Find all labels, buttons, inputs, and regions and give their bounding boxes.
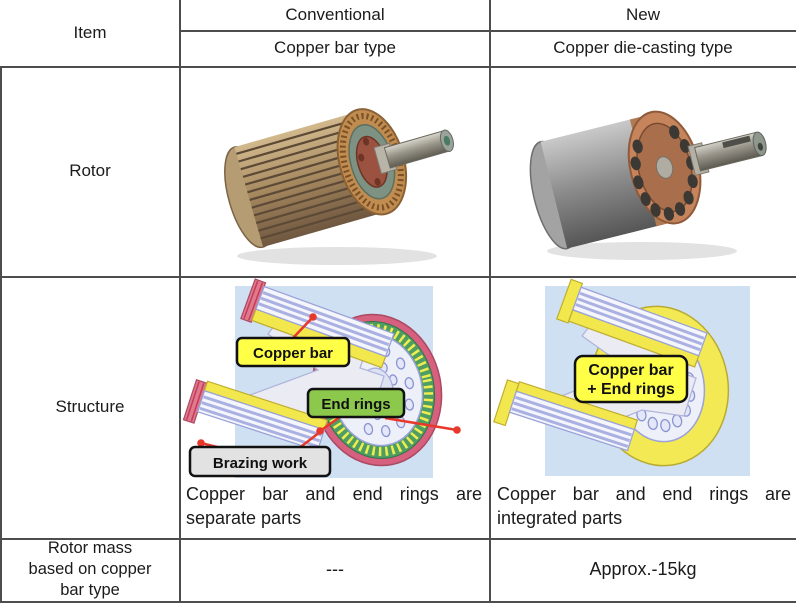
header-conventional-label: Conventional (285, 5, 385, 25)
caption-conventional: Copper bar and end rings are separate pa… (186, 484, 482, 529)
caption-new: Copper bar and end rings are integrated … (497, 484, 791, 529)
row-label-structure: Structure (0, 276, 180, 538)
divider (0, 66, 796, 68)
header-item: Item (0, 0, 180, 66)
header-copper-bar-type: Copper bar type (180, 30, 490, 66)
rotor-mass-new-value: Approx.-15kg (490, 538, 796, 601)
header-conventional: Conventional (180, 0, 490, 30)
rotor-mass-line: based on copper (28, 560, 152, 578)
divider (0, 66, 2, 603)
header-item-label: Item (73, 23, 107, 43)
rotor-mass-conventional-value: --- (180, 538, 490, 601)
brazing-work-callout: Brazing work (188, 445, 332, 478)
end-rings-callout-label: End rings (321, 396, 390, 413)
rotor-photo-new (529, 110, 767, 260)
copper-bar-lower (182, 379, 329, 452)
callout-line1: Copper bar (588, 362, 673, 379)
header-copper-bar-type-label: Copper bar type (274, 38, 396, 58)
rotor-body-new (529, 110, 767, 250)
copper-bar-callout-label: Copper bar (253, 345, 333, 362)
divider (489, 0, 491, 603)
callout-line2: + End rings (587, 381, 675, 398)
rotor-body-conventional (224, 108, 454, 249)
rotor-mass-line: bar type (60, 581, 120, 599)
divider (180, 30, 796, 32)
row-label-rotor-mass: Rotor mass based on copper bar type (0, 538, 180, 601)
divider (0, 276, 796, 278)
copper-bar-end-rings-callout: Copper bar + End rings (573, 354, 689, 404)
end-rings-callout: End rings (306, 387, 406, 419)
rotor-photo-conventional (224, 108, 454, 265)
row-label-rotor: Rotor (0, 66, 180, 276)
divider (0, 601, 796, 603)
rotor-mass-line: Rotor mass (47, 539, 133, 557)
dash-value: --- (326, 559, 344, 580)
brazing-work-callout-label: Brazing work (213, 455, 308, 472)
approx-value: Approx.-15kg (589, 559, 697, 580)
divider (0, 538, 796, 540)
header-die-casting-type-label: Copper die-casting type (553, 38, 733, 58)
structure-diagram-conventional: Copper bar End rings Brazing work (182, 278, 461, 478)
structure-diagram-new: Copper bar + End rings (493, 278, 750, 476)
copper-bar-upper (556, 278, 708, 368)
structure-row-label: Structure (55, 397, 125, 417)
copper-bar-callout: Copper bar (235, 336, 351, 368)
divider (179, 0, 181, 603)
header-new: New (490, 0, 796, 30)
rotor-row-label: Rotor (69, 161, 111, 181)
header-die-casting-type: Copper die-casting type (490, 30, 796, 66)
header-new-label: New (625, 5, 660, 25)
